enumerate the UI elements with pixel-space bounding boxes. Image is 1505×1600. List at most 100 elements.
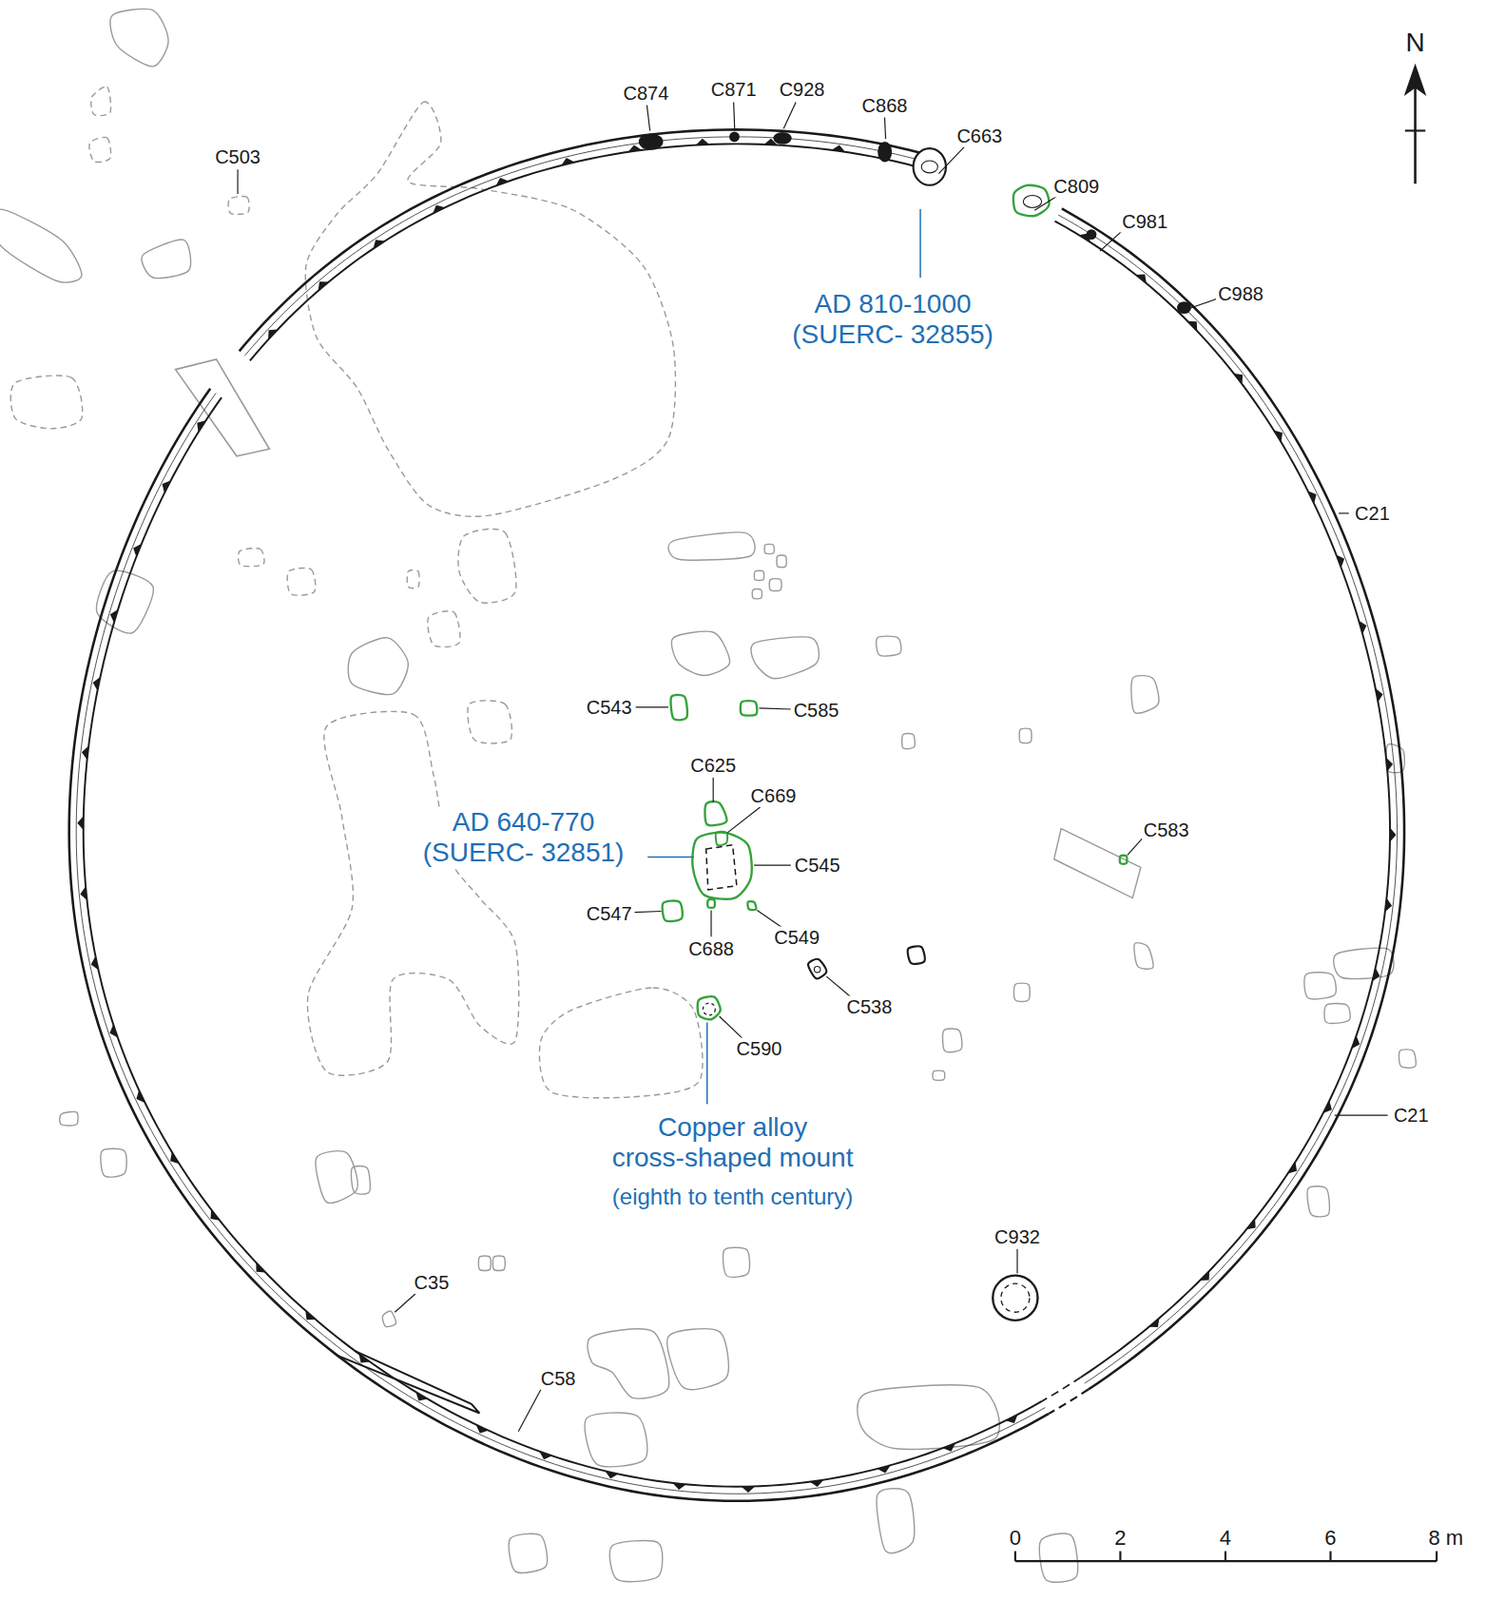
scale-tick xyxy=(1224,1550,1227,1562)
posthole xyxy=(662,901,683,923)
stone-outline xyxy=(1307,1186,1330,1217)
ditch-edge xyxy=(250,143,917,361)
stone-outline xyxy=(751,636,819,679)
feature-number: C981 xyxy=(1119,210,1170,232)
scale-tick xyxy=(1014,1550,1017,1562)
leader-line xyxy=(236,169,238,194)
ditch-base xyxy=(1058,214,1397,1384)
stone-outline xyxy=(347,637,408,695)
leader-line xyxy=(783,101,796,129)
hachure-mark xyxy=(79,886,87,901)
hachure-mark xyxy=(110,609,118,623)
hachure-mark xyxy=(1246,1218,1256,1230)
scale-tick xyxy=(1435,1550,1438,1562)
posthole xyxy=(382,1311,396,1328)
ditch-base xyxy=(76,392,1045,1494)
feature-number: C871 xyxy=(709,78,759,101)
posthole xyxy=(907,945,926,965)
arrow-crossbar xyxy=(1405,129,1426,132)
ring-ditch xyxy=(69,129,1405,1501)
stone-outline xyxy=(1324,1003,1351,1023)
hachure-mark xyxy=(1375,688,1384,702)
stone-outline xyxy=(141,239,191,279)
terminal-pit xyxy=(913,148,946,186)
hachure-mark xyxy=(415,1391,427,1401)
pit xyxy=(697,996,721,1020)
north-label: N xyxy=(1403,27,1427,58)
ditch-edge xyxy=(69,388,1049,1502)
dashed-outline xyxy=(406,569,420,588)
scale-bar xyxy=(1015,1550,1437,1562)
feature-number: C21 xyxy=(1391,1104,1431,1127)
stone-outline xyxy=(1054,829,1141,899)
feature-number: C809 xyxy=(1051,175,1101,198)
stone-outline xyxy=(668,532,755,560)
feature-number: C663 xyxy=(954,124,1004,147)
hachure-mark xyxy=(1148,1317,1159,1328)
leader-line xyxy=(518,1389,541,1432)
background-features xyxy=(0,8,1416,1583)
dashed-outline xyxy=(237,548,265,567)
hachure-mark xyxy=(831,144,846,152)
leader-line xyxy=(727,807,760,833)
scale-tick xyxy=(1119,1550,1121,1562)
hachure-mark xyxy=(1323,1100,1332,1114)
hachure-mark xyxy=(877,1465,891,1473)
ditch-edge xyxy=(1061,208,1405,1390)
stone-outline xyxy=(1398,1049,1416,1068)
hachure-mark xyxy=(539,1451,553,1461)
scale-label: 0 xyxy=(1007,1526,1023,1551)
dashed-outline xyxy=(458,528,517,603)
stone-outline xyxy=(876,1488,915,1554)
hachure-mark xyxy=(1371,967,1380,982)
hachure-mark xyxy=(1386,757,1393,772)
scale-label: 4 xyxy=(1217,1526,1234,1551)
ditch-feature xyxy=(729,132,740,143)
hachure-mark xyxy=(1005,1414,1019,1424)
leader-line xyxy=(938,147,965,174)
scale-label: 6 xyxy=(1322,1526,1338,1551)
interior-features xyxy=(382,694,1127,1328)
hachure-mark xyxy=(741,1485,755,1493)
hachure-mark xyxy=(1308,490,1317,503)
stone-outline xyxy=(857,1385,1001,1449)
hachure-mark xyxy=(133,543,142,558)
feature-number: C543 xyxy=(584,695,635,718)
hachure-mark xyxy=(81,746,89,761)
stakehole xyxy=(1119,855,1128,865)
radiocarbon-date: AD 640-770 (SUERC- 32851) xyxy=(399,807,649,869)
hachure-mark xyxy=(1358,620,1367,635)
leader-line xyxy=(733,101,735,129)
feature-number: C928 xyxy=(777,78,828,101)
leader-line xyxy=(713,777,714,803)
stakehole xyxy=(707,899,715,908)
stone-outline xyxy=(1304,972,1336,1000)
green-feature xyxy=(1022,195,1042,209)
stone-outline xyxy=(478,1255,491,1271)
posthole xyxy=(808,959,827,980)
hachure-mark xyxy=(1335,554,1345,568)
feature-number: C547 xyxy=(584,902,635,925)
hachure-mark xyxy=(268,328,278,340)
hachure-mark xyxy=(943,1443,956,1452)
leader-line xyxy=(1189,299,1216,309)
leader-lines xyxy=(237,101,1389,1431)
stone-outline xyxy=(1333,947,1394,979)
hachure-mark xyxy=(432,205,445,214)
hachure-mark xyxy=(1199,1271,1210,1281)
stone-outline xyxy=(1134,943,1154,970)
feature-number: C538 xyxy=(844,996,894,1019)
leader-line xyxy=(758,708,791,710)
leader-line xyxy=(753,865,792,867)
stone-outline xyxy=(492,1255,505,1271)
leader-line xyxy=(1016,1249,1018,1274)
feature-number: C625 xyxy=(688,753,738,776)
hachure-mark xyxy=(255,1262,266,1274)
stone-outline xyxy=(667,1329,729,1390)
hachure-mark xyxy=(1234,373,1243,386)
leader-line xyxy=(719,1016,744,1040)
pit xyxy=(992,1275,1038,1321)
hachure-mark xyxy=(162,481,172,494)
arrow-head xyxy=(1404,63,1428,97)
